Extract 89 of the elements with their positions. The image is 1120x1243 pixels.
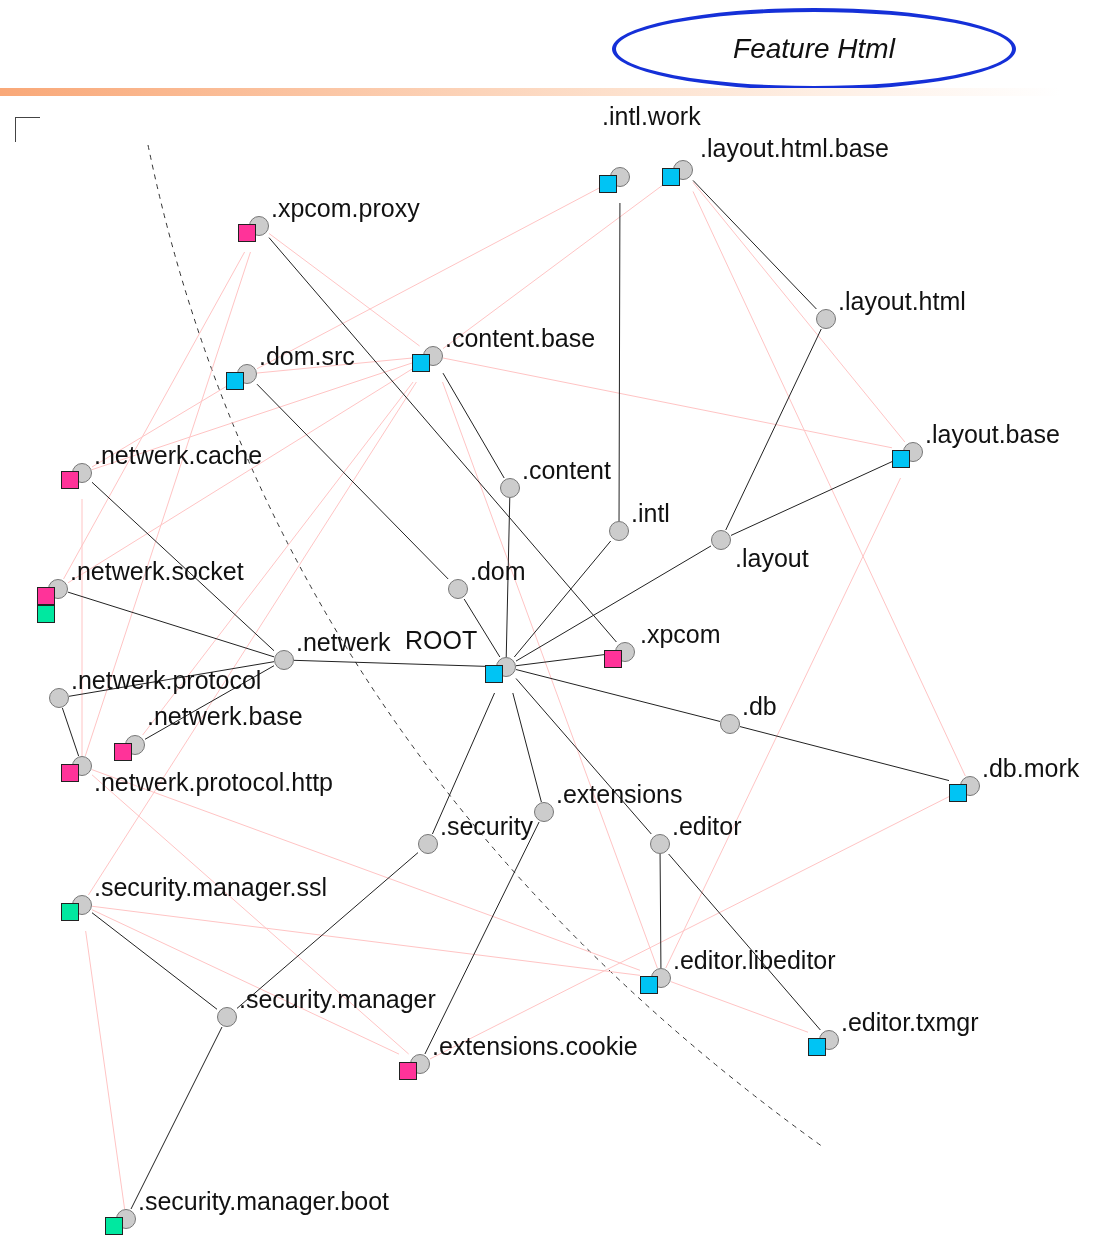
package-node — [49, 688, 69, 708]
tree-edge — [442, 372, 505, 479]
dependency-line — [692, 181, 906, 443]
node-label: .netwerk.cache — [94, 443, 263, 468]
package-node — [217, 1007, 237, 1027]
dependency-line — [692, 190, 966, 777]
package-node — [711, 530, 731, 550]
package-node — [609, 521, 629, 541]
tree-edge — [505, 497, 511, 658]
package-node — [650, 834, 670, 854]
node-label: .extensions.cookie — [432, 1034, 638, 1059]
dependency-line — [665, 477, 902, 969]
dependency-line — [670, 981, 809, 1033]
package-node — [720, 714, 740, 734]
tree-edge — [236, 852, 419, 1009]
node-label: .dom.src — [259, 344, 355, 369]
tree-edge — [513, 540, 612, 658]
tree-edge — [431, 692, 496, 835]
package-node — [816, 309, 836, 329]
tree-edge — [692, 179, 817, 310]
package-node — [500, 478, 520, 498]
tree-edge — [61, 707, 80, 757]
tree-edge — [659, 853, 662, 969]
tree-edge — [130, 1026, 223, 1210]
node-label: .security.manager.ssl — [94, 875, 327, 900]
dependency-line — [91, 386, 227, 468]
node-label: ROOT — [405, 628, 478, 653]
package-node — [274, 650, 294, 670]
dependency-line — [256, 187, 600, 370]
tree-edge — [730, 461, 893, 536]
dependency-line — [87, 381, 417, 896]
tree-edge — [91, 481, 275, 652]
node-label: .content — [522, 458, 611, 483]
node-label: .layout.base — [925, 422, 1060, 447]
dependency-line — [63, 251, 246, 580]
tree-edge — [515, 654, 605, 667]
node-label: .extensions — [556, 782, 683, 807]
node-label: .security.manager.boot — [138, 1189, 390, 1214]
tree-edge — [67, 591, 275, 658]
node-label: .editor.txmgr — [841, 1010, 979, 1035]
node-label: .db — [742, 694, 777, 719]
tree-edge — [256, 383, 449, 580]
dependency-line — [91, 362, 413, 471]
node-label: .netwerk.protocol.http — [94, 770, 333, 795]
tree-edge — [739, 726, 950, 782]
tree-edge — [91, 912, 218, 1010]
node-label: .editor — [672, 814, 742, 839]
package-node — [448, 579, 468, 599]
node-label: .layout — [735, 546, 809, 571]
dependency-line — [142, 381, 414, 736]
package-node — [418, 834, 438, 854]
node-label: .layout.html — [838, 289, 966, 314]
node-label: .xpcom.proxy — [271, 196, 420, 221]
tree-edge — [515, 678, 652, 835]
node-label: .layout.html.base — [700, 136, 889, 161]
tree-edge — [463, 598, 501, 658]
dependency-line — [67, 368, 413, 584]
dependency-line — [91, 905, 641, 976]
node-label: .security.manager — [239, 987, 436, 1012]
node-label: .xpcom — [640, 622, 721, 647]
dependency-line — [442, 185, 663, 350]
node-label: .intl.work — [602, 104, 701, 129]
dependency-line — [91, 909, 400, 1055]
dependency-line — [91, 769, 641, 971]
tree-edge — [293, 659, 486, 667]
dependency-line — [85, 930, 126, 1210]
tree-edge — [512, 692, 542, 803]
node-label: .editor.libeditor — [673, 948, 836, 973]
tree-edge — [725, 328, 822, 531]
tree-edge — [424, 821, 540, 1055]
dependency-line — [256, 357, 413, 374]
tree-edge — [668, 853, 821, 1031]
node-label: .db.mork — [982, 756, 1080, 781]
node-label: .netwerk — [296, 630, 391, 655]
node-label: .intl — [631, 501, 670, 526]
tree-edge — [618, 202, 621, 522]
dependency-line — [84, 251, 251, 757]
tree-edge — [515, 669, 721, 722]
dependency-line — [442, 381, 658, 969]
node-label: .dom — [470, 559, 526, 584]
dependency-line — [442, 357, 893, 449]
dependency-line — [91, 774, 410, 1055]
tree-edge — [515, 545, 712, 662]
node-label: .content.base — [445, 326, 596, 351]
tree-edge — [268, 237, 617, 643]
package-node — [534, 802, 554, 822]
dependency-line — [429, 796, 950, 1060]
dependency-line — [268, 232, 421, 347]
node-label: .security — [440, 814, 534, 839]
